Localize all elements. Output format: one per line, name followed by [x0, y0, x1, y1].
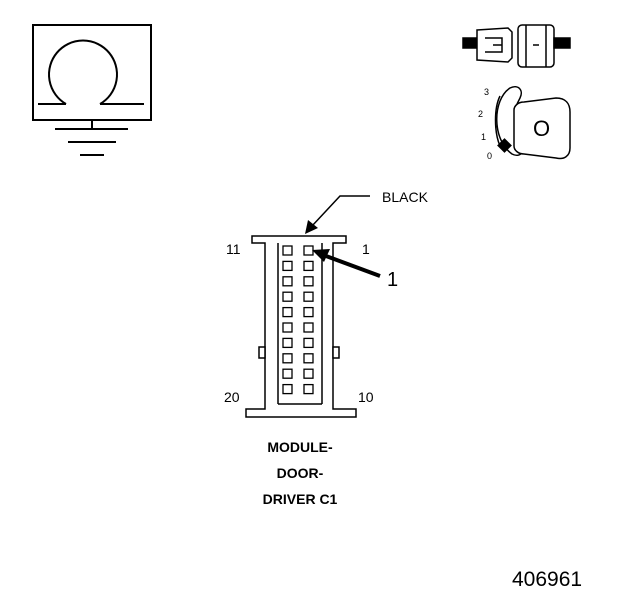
pin-cavity — [282, 291, 293, 302]
pin-grid — [282, 245, 314, 395]
pin-cavity — [303, 306, 314, 318]
color-label: BLACK — [382, 189, 428, 205]
ignition-position-3: 3 — [484, 87, 490, 97]
ignition-position-0: 0 — [487, 151, 493, 161]
pin-cavity — [303, 353, 314, 364]
pin-cavity — [282, 322, 293, 333]
key-letter: O — [533, 116, 551, 141]
pin-cavity — [282, 337, 293, 349]
pin-cavity — [303, 337, 314, 349]
pin-cavity — [282, 383, 293, 395]
pin-cavity — [282, 245, 293, 256]
pin-label-bottom-right: 10 — [358, 389, 374, 405]
pin-cavity — [282, 276, 293, 287]
pin-cavity — [282, 306, 293, 318]
pin-cavity — [303, 260, 314, 272]
connector-body — [245, 235, 357, 418]
color-leader-arrow — [305, 195, 370, 234]
ignition-position-1: 1 — [481, 132, 487, 142]
connector-title-line-2: DOOR- — [276, 465, 324, 481]
pin-cavity — [282, 353, 293, 364]
connector-title-line-1: MODULE- — [267, 439, 333, 455]
ignition-position-2: 2 — [478, 109, 484, 119]
connector-title-line-3: DRIVER C1 — [262, 491, 338, 507]
ignition-key-icon — [494, 86, 571, 160]
pin-cavity — [303, 276, 314, 287]
connector-icon — [462, 24, 571, 68]
pin-label-top-right: 1 — [362, 241, 370, 257]
pin-cavity — [303, 322, 314, 333]
pin-cavity — [303, 291, 314, 302]
callout-number: 1 — [387, 269, 399, 291]
callout-arrow — [312, 249, 381, 278]
figure-number: 406961 — [512, 568, 583, 591]
pin-cavity — [282, 260, 293, 272]
pin-label-bottom-left: 20 — [224, 389, 240, 405]
pin-cavity — [303, 245, 314, 256]
ground-symbol-icon — [32, 24, 152, 156]
pin-cavity — [282, 368, 293, 379]
pin-cavity — [303, 383, 314, 395]
pin-cavity — [303, 368, 314, 379]
pin-label-top-left: 11 — [226, 241, 241, 257]
